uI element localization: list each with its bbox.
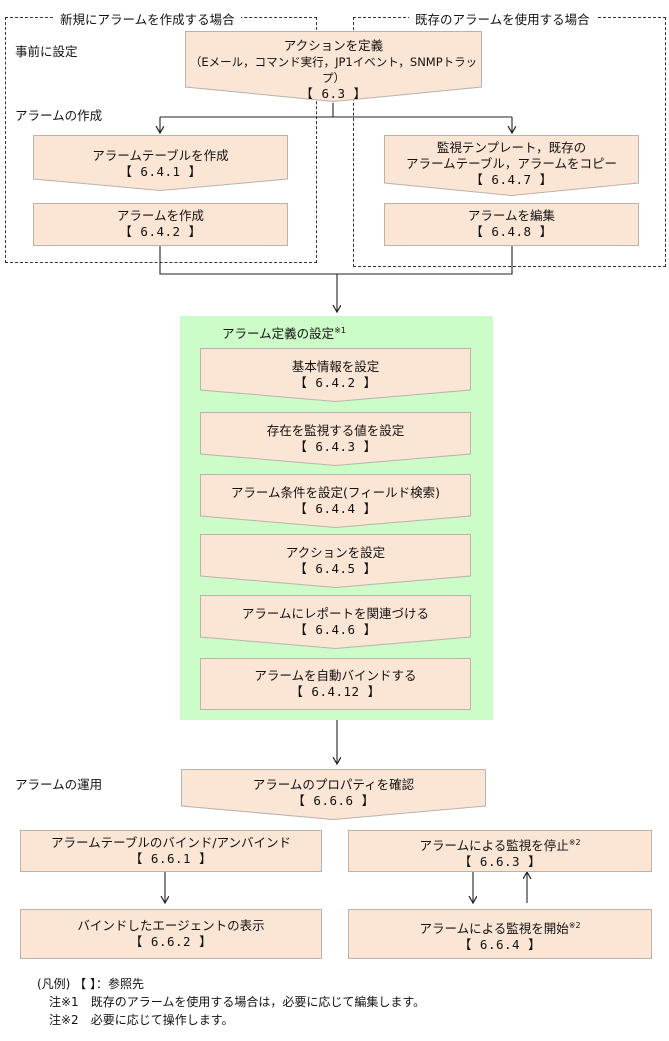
definition-step-auto-bind-ref: 【 6.4.12 】 — [290, 684, 381, 699]
definition-step-monitor-value-ref: 【 6.4.3 】 — [294, 439, 377, 454]
note1-mark: ※1 — [334, 326, 346, 335]
definition-step-action: アクションを設定 【 6.4.5 】 — [200, 534, 471, 589]
definition-step-action-shape — [200, 534, 471, 589]
create-alarm-shape — [33, 203, 288, 246]
show-agents-shape — [20, 909, 322, 959]
legend-reference: (凡例) 【 】：参照先 — [37, 977, 144, 991]
definition-step-basic-info-label: 基本情報を設定 — [291, 359, 380, 374]
stop-monitoring-step: アラームによる監視を停止※2 【 6.6.3 】 — [348, 830, 652, 872]
copy-alarm-step: 監視テンプレート，既存の アラームテーブル，アラームをコピー 【 6.4.7 】 — [384, 135, 639, 197]
define-action-step: アクションを定義 （Eメール，コマンド実行，JP1イベント，SNMPトラップ） … — [185, 31, 482, 103]
new-alarm-group-title: 新規にアラームを作成する場合 — [54, 9, 241, 28]
start-monitoring-step: アラームによる監視を開始※2 【 6.6.4 】 — [348, 909, 652, 959]
edit-alarm-label: アラームを編集 — [467, 208, 556, 223]
confirm-properties-ref: 【 6.6.6 】 — [292, 793, 375, 808]
legend-note2: 注※2 必要に応じて操作します。 — [49, 1013, 234, 1027]
existing-alarm-group-title: 既存のアラームを使用する場合 — [409, 9, 596, 28]
bind-unbind-step: アラームテーブルのバインド/アンバインド 【 6.6.1 】 — [20, 830, 322, 872]
definition-step-basic-info: 基本情報を設定 【 6.4.2 】 — [200, 348, 471, 403]
start-monitoring-shape — [348, 909, 652, 959]
definition-step-report-label: アラームにレポートを関連づける — [241, 606, 430, 621]
define-action-shape — [185, 31, 482, 103]
definition-step-report-ref: 【 6.4.6 】 — [294, 622, 377, 637]
show-agents-step: バインドしたエージェントの表示 【 6.6.2 】 — [20, 909, 322, 959]
start-note2-mark: ※2 — [568, 921, 581, 930]
create-alarm-table-ref: 【 6.4.1 】 — [119, 164, 202, 179]
edit-alarm-step: アラームを編集 【 6.4.8 】 — [384, 203, 639, 246]
definition-title-text: アラーム定義の設定 — [222, 326, 335, 341]
bind-unbind-label: アラームテーブルのバインド/アンバインド — [50, 835, 292, 850]
definition-step-basic-info-ref: 【 6.4.2 】 — [294, 375, 377, 390]
definition-step-monitor-value-shape — [200, 412, 471, 467]
edit-alarm-shape — [384, 203, 639, 246]
definition-step-alarm-condition-shape — [200, 474, 471, 529]
definition-panel-title: アラーム定義の設定※1 — [222, 323, 346, 342]
operation-label: アラームの運用 — [15, 777, 103, 792]
create-alarm-table-shape — [33, 135, 288, 192]
definition-step-action-ref: 【 6.4.5 】 — [294, 561, 377, 576]
define-action-ref: 【 6.3 】 — [300, 86, 367, 101]
define-action-line1: アクションを定義 — [283, 38, 384, 53]
definition-step-basic-info-shape — [200, 348, 471, 403]
definition-step-report: アラームにレポートを関連づける 【 6.4.6 】 — [200, 595, 471, 650]
stop-monitoring-label: アラームによる監視を停止 — [419, 838, 569, 853]
confirm-properties-step: アラームのプロパティを確認 【 6.6.6 】 — [181, 769, 486, 821]
copy-alarm-ref: 【 6.4.7 】 — [470, 172, 553, 187]
create-alarm-table-step: アラームテーブルを作成 【 6.4.1 】 — [33, 135, 288, 192]
pre-setup-label: 事前に設定 — [15, 44, 78, 59]
create-alarm-label: アラームを作成 — [116, 208, 205, 223]
bind-unbind-ref: 【 6.6.1 】 — [129, 851, 213, 866]
stop-monitoring-ref: 【 6.6.3 】 — [458, 854, 542, 869]
copy-alarm-line2: アラームテーブル，アラームをコピー — [405, 156, 617, 171]
create-alarm-table-label: アラームテーブルを作成 — [92, 148, 229, 163]
start-monitoring-label: アラームによる監視を開始 — [419, 921, 569, 936]
start-monitoring-ref: 【 6.6.4 】 — [458, 937, 542, 952]
legend: (凡例) 【 】：参照先 注※1 既存のアラームを使用する場合は，必要に応じて編… — [37, 975, 425, 1029]
edit-alarm-ref: 【 6.4.8 】 — [470, 224, 553, 239]
definition-step-action-label: アクションを設定 — [285, 545, 386, 560]
definition-step-auto-bind: アラームを自動バインドする 【 6.4.12 】 — [200, 658, 471, 710]
confirm-properties-label: アラームのプロパティを確認 — [252, 777, 415, 792]
copy-alarm-shape — [384, 135, 639, 197]
create-alarm-step: アラームを作成 【 6.4.2 】 — [33, 203, 288, 246]
definition-step-alarm-condition-ref: 【 6.4.4 】 — [294, 501, 377, 516]
show-agents-label: バインドしたエージェントの表示 — [77, 918, 265, 933]
definition-step-monitor-value: 存在を監視する値を設定 【 6.4.3 】 — [200, 412, 471, 467]
copy-alarm-line1: 監視テンプレート，既存の — [436, 140, 587, 155]
definition-step-auto-bind-shape — [200, 658, 471, 710]
definition-step-report-shape — [200, 595, 471, 650]
confirm-properties-shape — [181, 769, 486, 821]
definition-step-monitor-value-label: 存在を監視する値を設定 — [266, 423, 405, 438]
create-alarm-ref: 【 6.4.2 】 — [119, 224, 202, 239]
create-alarm-label: アラームの作成 — [15, 108, 103, 123]
stop-note2-mark: ※2 — [568, 838, 581, 847]
definition-step-alarm-condition: アラーム条件を設定(フィールド検索) 【 6.4.4 】 — [200, 474, 471, 529]
bind-unbind-shape — [20, 830, 322, 872]
show-agents-ref: 【 6.6.2 】 — [129, 934, 213, 949]
definition-step-auto-bind-label: アラームを自動バインドする — [254, 668, 417, 683]
stop-monitoring-shape — [348, 830, 652, 872]
define-action-line2: （Eメール，コマンド実行，JP1イベント，SNMPトラップ） — [189, 55, 478, 85]
legend-note1: 注※1 既存のアラームを使用する場合は，必要に応じて編集します。 — [49, 995, 426, 1009]
definition-step-alarm-condition-label: アラーム条件を設定(フィールド検索) — [230, 485, 441, 500]
